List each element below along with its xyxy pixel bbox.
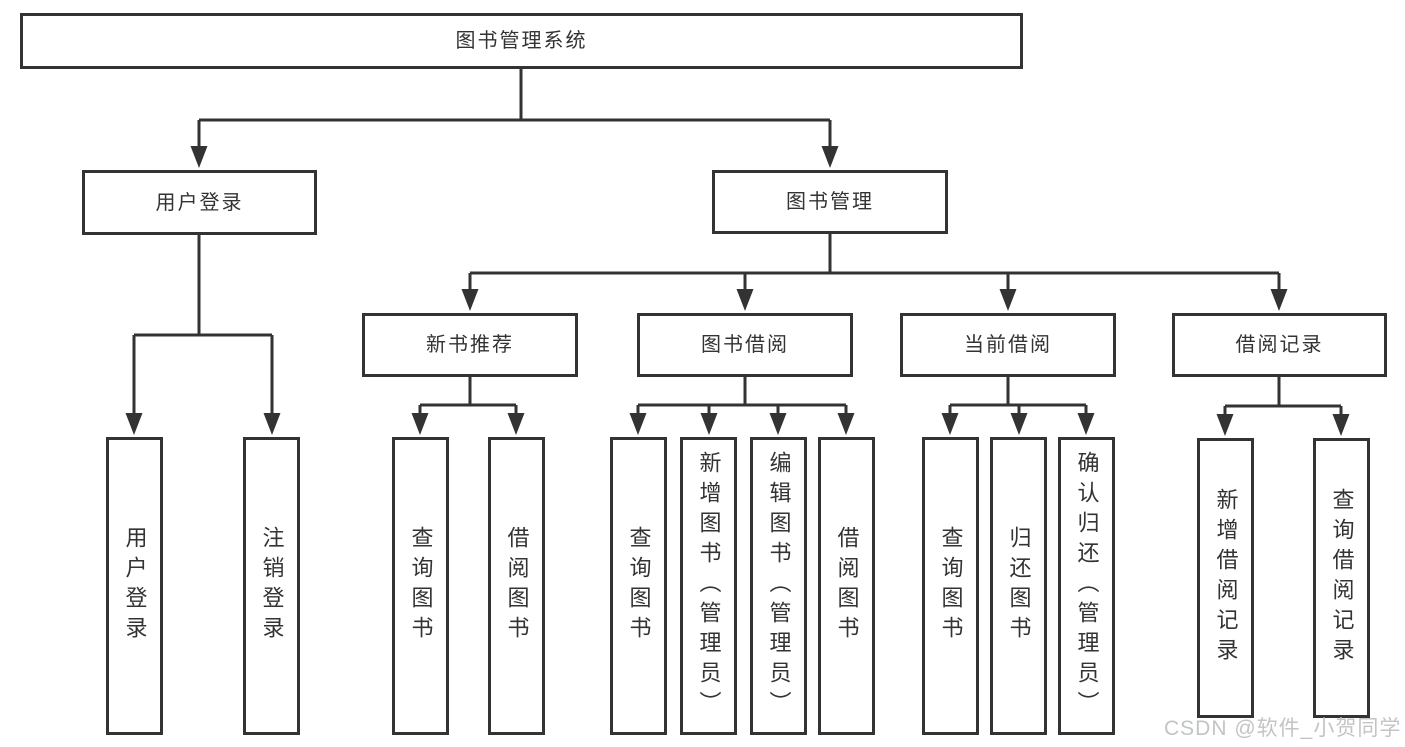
- csdn-watermark: CSDN @软件_小贺同学: [1164, 717, 1402, 740]
- leaf-label: 注销登录: [259, 526, 285, 646]
- leaf-user-login: 用户登录: [106, 437, 163, 735]
- leaf-recommend-query-books: 查询图书: [392, 437, 449, 735]
- connector-root-to-level2: [190, 69, 839, 168]
- arrowhead-down-icon: [837, 413, 855, 435]
- node-label: 图书借阅: [701, 334, 789, 356]
- arrowhead-down-icon: [1332, 414, 1350, 436]
- connector-user-login-children: [125, 235, 281, 435]
- leaf-borrowing-add-books-admin: 新增图书（管理员）: [680, 437, 737, 735]
- leaf-label: 新增图书（管理员）: [696, 451, 722, 721]
- leaf-current-query-books: 查询图书: [922, 437, 979, 735]
- leaf-borrowing-borrow-books: 借阅图书: [818, 437, 875, 735]
- node-current-borrowing: 当前借阅: [900, 313, 1116, 377]
- leaf-label: 用户登录: [122, 526, 148, 646]
- node-new-book-recommend: 新书推荐: [362, 313, 578, 377]
- node-library-management-system: 图书管理系统: [20, 13, 1023, 69]
- connector-borrowing-records-children: [1216, 377, 1350, 436]
- arrowhead-down-icon: [507, 413, 525, 435]
- arrowhead-down-icon: [1270, 289, 1288, 311]
- node-label: 当前借阅: [964, 334, 1052, 356]
- leaf-records-query-record: 查询借阅记录: [1313, 438, 1370, 718]
- leaf-label: 确认归还（管理员）: [1074, 451, 1100, 721]
- node-book-borrowing: 图书借阅: [637, 313, 853, 377]
- leaf-logout: 注销登录: [243, 437, 300, 735]
- arrowhead-down-icon: [1077, 413, 1095, 435]
- leaf-label: 编辑图书（管理员）: [766, 451, 792, 721]
- arrowhead-down-icon: [125, 413, 143, 435]
- node-book-management: 图书管理: [712, 170, 948, 234]
- node-label: 图书管理系统: [455, 30, 588, 52]
- leaf-label: 查询图书: [626, 526, 652, 646]
- leaf-recommend-borrow-books: 借阅图书: [488, 437, 545, 735]
- leaf-label: 新增借阅记录: [1213, 488, 1239, 668]
- node-label: 图书管理: [786, 191, 874, 213]
- leaf-records-add-record: 新增借阅记录: [1197, 438, 1254, 718]
- arrowhead-down-icon: [629, 413, 647, 435]
- leaf-borrowing-edit-books-admin: 编辑图书（管理员）: [750, 437, 807, 735]
- arrowhead-down-icon: [263, 413, 281, 435]
- leaf-label: 借阅图书: [834, 526, 860, 646]
- arrowhead-down-icon: [700, 413, 718, 435]
- arrowhead-down-icon: [736, 289, 754, 311]
- leaf-borrowing-query-books: 查询图书: [610, 437, 667, 735]
- node-label: 新书推荐: [426, 334, 514, 356]
- connector-line: [636, 377, 848, 416]
- connector-line: [132, 235, 274, 416]
- leaf-label: 借阅图书: [504, 526, 530, 646]
- leaf-label: 归还图书: [1006, 526, 1032, 646]
- connector-line: [1223, 377, 1343, 417]
- arrowhead-down-icon: [941, 413, 959, 435]
- node-user-login: 用户登录: [82, 170, 317, 235]
- connector-line: [468, 234, 1281, 292]
- arrowhead-down-icon: [461, 289, 479, 311]
- arrowhead-down-icon: [190, 146, 208, 168]
- leaf-current-return-books: 归还图书: [990, 437, 1047, 735]
- arrowhead-down-icon: [1216, 414, 1234, 436]
- connector-line: [948, 377, 1088, 416]
- leaf-label: 查询借阅记录: [1329, 488, 1355, 668]
- connector-book-borrowing-children: [629, 377, 855, 435]
- leaf-label: 查询图书: [938, 526, 964, 646]
- node-label: 借阅记录: [1235, 334, 1324, 356]
- leaf-current-confirm-return-admin: 确认归还（管理员）: [1058, 437, 1115, 735]
- connector-new-book-recommend-children: [411, 377, 525, 435]
- node-label: 用户登录: [155, 191, 244, 214]
- connector-line: [418, 377, 518, 416]
- arrowhead-down-icon: [821, 146, 839, 168]
- arrowhead-down-icon: [999, 289, 1017, 311]
- arrowhead-down-icon: [411, 413, 429, 435]
- connector-line: [197, 69, 832, 151]
- arrowhead-down-icon: [769, 413, 787, 435]
- arrowhead-down-icon: [1010, 413, 1028, 435]
- connector-current-borrowing-children: [941, 377, 1095, 435]
- leaf-label: 查询图书: [408, 526, 434, 646]
- connector-book-management-to-level3: [461, 234, 1288, 311]
- node-borrowing-records: 借阅记录: [1172, 313, 1387, 377]
